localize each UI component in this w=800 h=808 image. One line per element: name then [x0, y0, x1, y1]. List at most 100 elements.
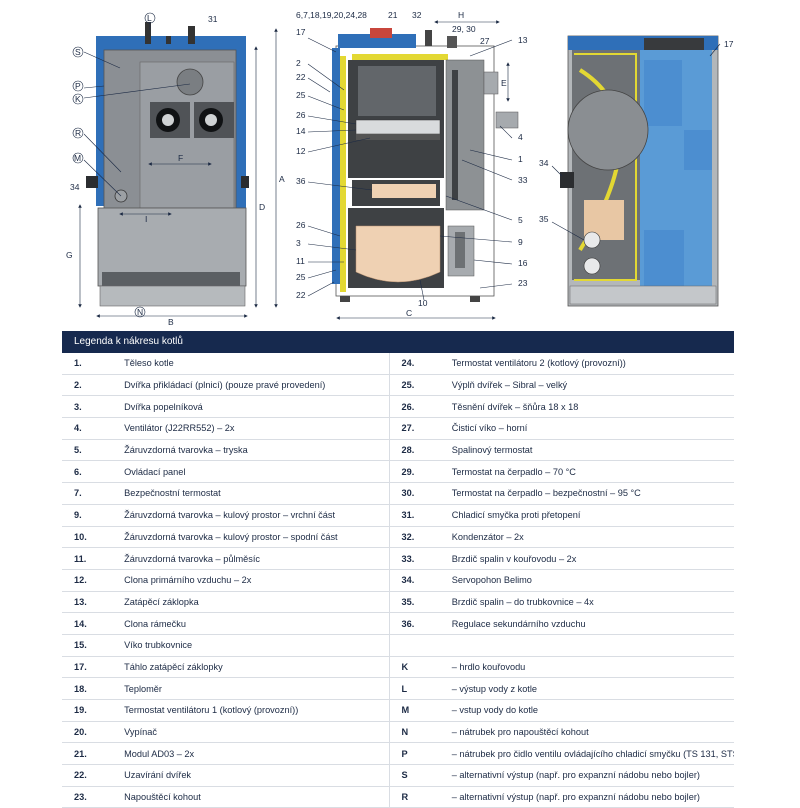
- side-label-23: 23: [518, 278, 528, 288]
- front-label-I: I: [145, 214, 147, 224]
- legend-left-text: Táhlo zatápěcí záklopky: [120, 656, 390, 679]
- side-label-26b: 26: [296, 220, 306, 230]
- front-label-N: N: [137, 307, 143, 317]
- legend-left-number: 6.: [62, 460, 121, 484]
- side-label-16: 16: [518, 258, 528, 268]
- legend-row: 9.Žáruvzdorná tvarovka – kulový prostor …: [62, 504, 734, 527]
- side-label-21: 21: [388, 10, 398, 20]
- legend-right-text: Výplň dvířek – Sibral – velký: [447, 374, 734, 397]
- legend-left-number: 19.: [62, 699, 121, 722]
- side-section-view: 6,7,18,19,20,24,28 21 32 H 29, 30 27 13 …: [296, 10, 528, 320]
- legend-right-number: 24.: [389, 353, 448, 375]
- legend-row: 2.Dvířka přikládací (plnicí) (pouze prav…: [62, 374, 734, 397]
- side-label-9: 9: [518, 237, 523, 247]
- side-label-H: H: [458, 10, 464, 20]
- legend-left-number: 7.: [62, 482, 121, 505]
- legend-left-text: Ventilátor (J22RR552) – 2x: [120, 417, 390, 440]
- front-label-K: K: [75, 94, 81, 104]
- legend-right-text: Termostat na čerpadlo – bezpečnostní – 9…: [447, 482, 734, 505]
- side-label-10: 10: [418, 298, 428, 308]
- legend-left-number: 10.: [62, 526, 121, 549]
- legend-right-number: [389, 634, 448, 657]
- front-label-34: 34: [70, 182, 80, 192]
- front-label-A: A: [279, 174, 285, 184]
- legend-right-text: Brzdič spalin v kouřovodu – 2x: [447, 547, 734, 570]
- front-label-M: M: [74, 153, 81, 163]
- side-label-11: 11: [296, 256, 305, 266]
- front-view: L 31 S P K R M F I 34 G N B D A: [66, 12, 285, 327]
- legend-left-number: 21.: [62, 742, 121, 766]
- side-label-4: 4: [518, 132, 523, 142]
- legend-right-text: Chladicí smyčka proti přetopení: [447, 504, 734, 527]
- legend-row: 15.Víko trubkovnice: [62, 634, 734, 657]
- side-label-26a: 26: [296, 110, 306, 120]
- legend-right-text: Kondenzátor – 2x: [447, 526, 734, 549]
- legend-right-number: 33.: [389, 547, 448, 570]
- legend-left-text: Clona rámečku: [120, 612, 390, 635]
- legend-right-text: – výstup vody z kotle: [447, 677, 734, 700]
- legend-left-text: Víko trubkovnice: [120, 634, 390, 657]
- side-label-14: 14: [296, 126, 306, 136]
- legend-right-number: 31.: [389, 504, 448, 527]
- side-label-22a: 22: [296, 72, 306, 82]
- legend-row: 10.Žáruvzdorná tvarovka – kulový prostor…: [62, 526, 734, 549]
- legend-left-number: 17.: [62, 656, 121, 679]
- legend-right-text: – nátrubek pro napouštěcí kohout: [447, 721, 734, 744]
- legend-left-text: Vypínač: [120, 721, 390, 744]
- front-label-L: L: [147, 13, 152, 23]
- legend-left-number: 3.: [62, 395, 121, 419]
- legend-right-number: M: [389, 699, 448, 722]
- legend-right-number: P: [389, 742, 448, 766]
- legend-left-text: Napouštěcí kohout: [120, 786, 390, 808]
- side-label-C: C: [406, 308, 412, 318]
- side-label-36a: 36: [296, 176, 306, 186]
- side-label-29-30: 29, 30: [452, 24, 476, 34]
- legend-right-number: 32.: [389, 526, 448, 549]
- legend-left-number: 5.: [62, 439, 121, 462]
- legend-right-text: Servopohon Belimo: [447, 569, 734, 592]
- legend-left-text: Dvířka přikládací (plnicí) (pouze pravé …: [120, 374, 390, 397]
- legend-left-number: 9.: [62, 504, 121, 527]
- legend-right-text: Brzdič spalin – do trubkovnice – 4x: [447, 591, 734, 614]
- side-label-1: 1: [518, 154, 523, 164]
- legend-right-number: S: [389, 764, 448, 787]
- legend-right-text: Čisticí víko – horní: [447, 417, 734, 440]
- side-label-27: 27: [480, 36, 490, 46]
- rear-section-view: 17 34 35: [539, 35, 734, 307]
- front-label-R: R: [75, 128, 81, 138]
- side-label-22b: 22: [296, 290, 306, 300]
- rear-label-34: 34: [539, 158, 549, 168]
- front-label-S: S: [75, 47, 81, 57]
- legend-right-text: – alternativní výstup (např. pro expanzn…: [447, 764, 734, 787]
- legend-right-text: [447, 634, 734, 657]
- legend-right-number: 28.: [389, 439, 448, 462]
- side-label-33: 33: [518, 175, 528, 185]
- legend-left-number: 11.: [62, 547, 121, 570]
- legend-right-number: 26.: [389, 395, 448, 419]
- legend-left-number: 15.: [62, 634, 121, 657]
- legend-left-text: Dvířka popelníková: [120, 395, 390, 419]
- legend-row: 19.Termostat ventilátoru 1 (kotlový (pro…: [62, 699, 734, 722]
- legend-right-number: 25.: [389, 374, 448, 397]
- legend-left-text: Bezpečnostní termostat: [120, 482, 390, 505]
- front-label-G: G: [66, 250, 73, 260]
- legend-right-number: N: [389, 721, 448, 744]
- legend-right-number: 35.: [389, 591, 448, 614]
- legend-left-text: Teploměr: [120, 677, 390, 700]
- legend-right-text: Těsnění dvířek – šňůra 18 x 18: [447, 395, 734, 419]
- side-label-32: 32: [412, 10, 422, 20]
- legend-left-text: Žáruvzdorná tvarovka – půlměsíc: [120, 547, 390, 570]
- legend-left-number: 22.: [62, 764, 121, 787]
- legend-left-number: 18.: [62, 677, 121, 700]
